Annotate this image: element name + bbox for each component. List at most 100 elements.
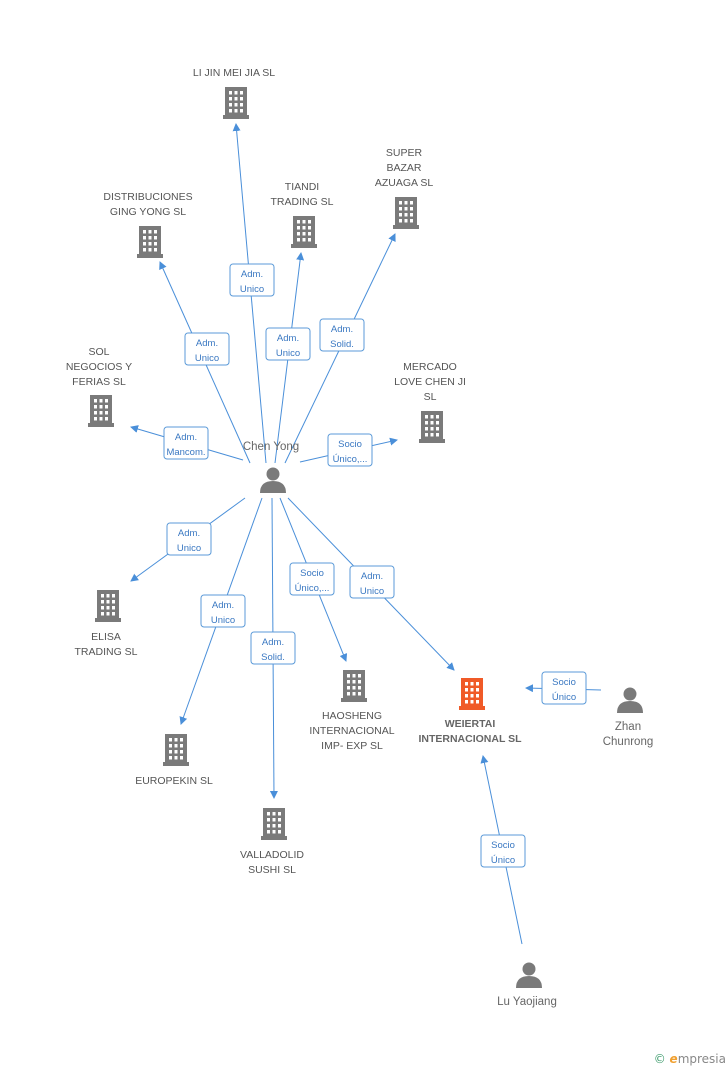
node-chen-yong[interactable]: Chen Yong [243, 441, 299, 493]
node-label: BAZAR [386, 162, 421, 174]
node-label: Chen Yong [243, 441, 299, 453]
edge-label-line: Adm. [196, 338, 218, 349]
node-lu-yaojiang[interactable]: Lu Yaojiang [497, 962, 557, 1009]
nodes-layer: Chen Yong LI JIN MEI JIA SL TIANDITRADING … [66, 67, 653, 1008]
edge-label-line: Unico [177, 543, 201, 554]
node-label: NEGOCIOS Y [66, 361, 132, 373]
edge-chen-yong-to-elisa[interactable]: Adm. Unico [130, 497, 246, 582]
edge-label-line: Unico [211, 615, 235, 626]
edge-label-line: Solid. [261, 652, 285, 663]
edge-label-line: Unico [240, 284, 264, 295]
node-label: SUSHI SL [248, 864, 296, 876]
edge-label-line: Adm. [175, 432, 197, 443]
edge-label-line: Socio [300, 568, 324, 579]
node-label: SL [424, 391, 437, 403]
edge-chen-yong-to-haosheng[interactable]: SocioÚnico,... [279, 497, 348, 662]
edges-layer: Adm.UnicoAdm.UnicoAdm.Solid.Adm.UnicoAdm… [130, 123, 602, 945]
edge-label-box[interactable]: SocioÚnico,... [327, 433, 373, 467]
building-icon [95, 590, 121, 622]
person-icon [516, 962, 542, 988]
node-label: GING YONG SL [110, 206, 186, 218]
node-label: ELISA [91, 631, 121, 643]
edge-chen-yong-to-sol-negocios[interactable]: Adm. Mancom. [130, 425, 244, 461]
person-icon [260, 467, 286, 493]
node-label: Lu Yaojiang [497, 996, 557, 1008]
edge-chen-yong-to-li-jin-mei-jia[interactable]: Adm. Unico [229, 123, 275, 464]
edge-label-box[interactable]: Adm. Unico [229, 263, 275, 297]
node-label: IMP- EXP SL [321, 740, 383, 752]
node-label: INTERNACIONAL SL [418, 733, 522, 745]
node-label: TIANDI [285, 181, 319, 193]
node-label: FERIAS SL [72, 376, 126, 388]
node-haosheng[interactable]: HAOSHENG INTERNACIONAL IMP- EXP SL [309, 670, 395, 752]
brand-name: mpresia [677, 1052, 726, 1066]
node-li-jin-mei-jia[interactable]: LI JIN MEI JIA SL [193, 67, 275, 119]
edge-label-line: Adm. [241, 269, 263, 280]
edge-label-box[interactable]: Adm.Solid. [319, 318, 365, 352]
node-label: Zhan [615, 721, 641, 733]
node-label: HAOSHENG [322, 710, 382, 722]
node-label: SOL [88, 346, 109, 358]
edge-label-line: Solid. [330, 339, 354, 350]
node-label: VALLADOLID [240, 849, 304, 861]
edge-label-line: Único,... [333, 454, 368, 465]
edge-label-box[interactable]: SocioÚnico,... [289, 562, 335, 596]
building-icon [419, 411, 445, 443]
edge-label-line: Adm. [262, 637, 284, 648]
edge-label-box[interactable]: Adm. Mancom. [163, 426, 209, 460]
node-valladolid[interactable]: VALLADOLID SUSHI SL [240, 808, 304, 876]
edge-label-box[interactable]: Adm.Unico [349, 565, 395, 599]
building-icon [341, 670, 367, 702]
node-label: AZUAGA SL [375, 177, 434, 189]
edge-chen-yong-to-super-bazar[interactable]: Adm.Solid. [284, 233, 396, 464]
edge-chen-yong-to-mercado-love[interactable]: SocioÚnico,... [299, 433, 398, 467]
node-label: Chunrong [603, 736, 654, 748]
node-label: INTERNACIONAL [309, 725, 394, 737]
building-icon [393, 197, 419, 229]
brand-initial: e [669, 1052, 678, 1066]
node-label: EUROPEKIN SL [135, 775, 213, 787]
node-label: LOVE CHEN JI [394, 376, 466, 388]
edge-chen-yong-to-weiertai[interactable]: Adm.Unico [287, 497, 455, 671]
edge-label-line: Único,... [295, 583, 330, 594]
edge-label-line: Único [491, 855, 515, 866]
building-icon [137, 226, 163, 258]
node-europekin[interactable]: EUROPEKIN SL [135, 734, 213, 787]
edge-label-box[interactable]: Adm.Unico [200, 594, 246, 628]
person-icon [617, 687, 643, 713]
edge-label-box[interactable]: Adm. Unico [166, 522, 212, 556]
building-icon [291, 216, 317, 248]
edge-label-box[interactable]: Adm. Unico [265, 327, 311, 361]
node-label: LI JIN MEI JIA SL [193, 67, 275, 79]
copyright-icon: © [653, 1052, 666, 1066]
edge-chen-yong-to-tiandi[interactable]: Adm. Unico [265, 252, 311, 464]
node-label: SUPER [386, 147, 423, 159]
building-icon [163, 734, 189, 766]
edge-label-line: Adm. [178, 528, 200, 539]
edge-chen-yong-to-europekin[interactable]: Adm. Unico [179, 497, 263, 725]
edge-chen-yong-to-distribuciones[interactable]: Adm.Unico [159, 261, 251, 464]
edge-chen-yong-to-valladolid[interactable]: Adm. Solid. [250, 497, 296, 799]
edge-label-line: Unico [276, 348, 300, 359]
edge-label-line: Socio [338, 439, 362, 450]
node-super-bazar[interactable]: SUPER BAZAR AZUAGA SL [375, 147, 434, 229]
edge-label-line: Adm. [277, 333, 299, 344]
empresia-watermark[interactable]: © empresia [654, 1052, 726, 1066]
edge-label-line: Único [552, 692, 576, 703]
edge-label-line: Adm. [361, 571, 383, 582]
edge-label-box[interactable]: Adm. Solid. [250, 631, 296, 665]
edge-label-line: Mancom. [166, 447, 205, 458]
building-icon [88, 395, 114, 427]
edge-label-box[interactable]: Adm.Unico [184, 332, 230, 366]
node-sol-negocios[interactable]: SOL NEGOCIOS Y FERIAS SL [66, 346, 132, 427]
